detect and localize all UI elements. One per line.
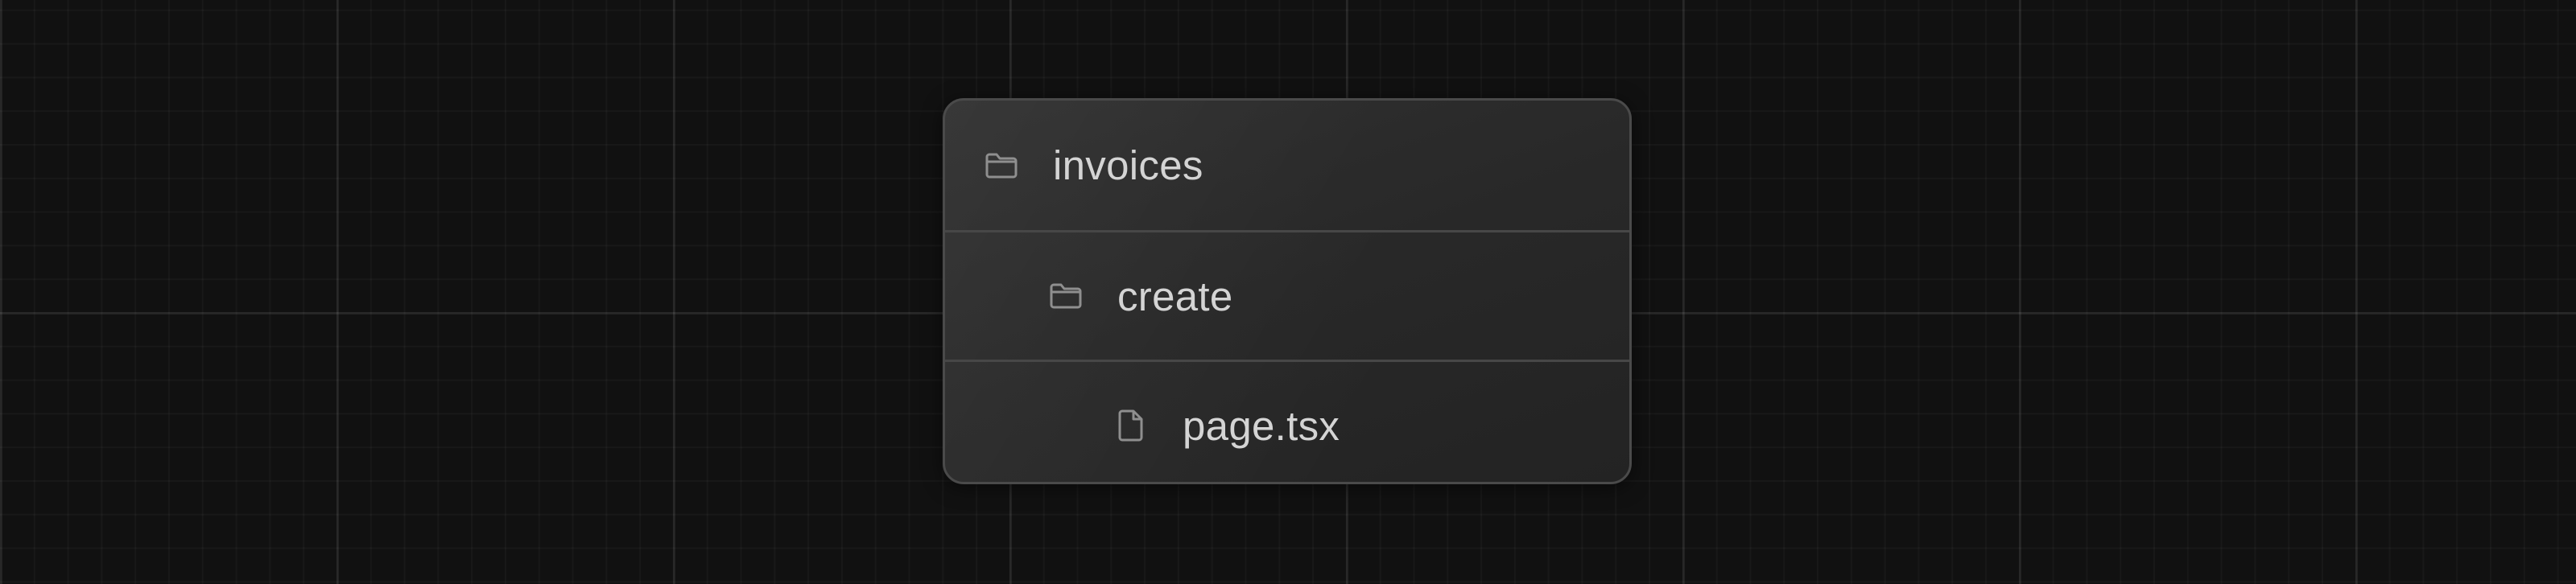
tree-item-label: page.tsx [1183,402,1340,449]
tree-item-page-tsx[interactable]: page.tsx [945,360,1629,482]
file-icon [1112,406,1150,445]
tree-item-label: create [1117,273,1233,319]
folder-icon [982,146,1021,185]
file-tree-card: invoices create page.tsx [943,98,1632,484]
tree-item-invoices[interactable]: invoices [945,101,1629,230]
tree-item-label: invoices [1053,142,1203,188]
folder-icon [1046,277,1085,315]
tree-item-create[interactable]: create [945,230,1629,360]
